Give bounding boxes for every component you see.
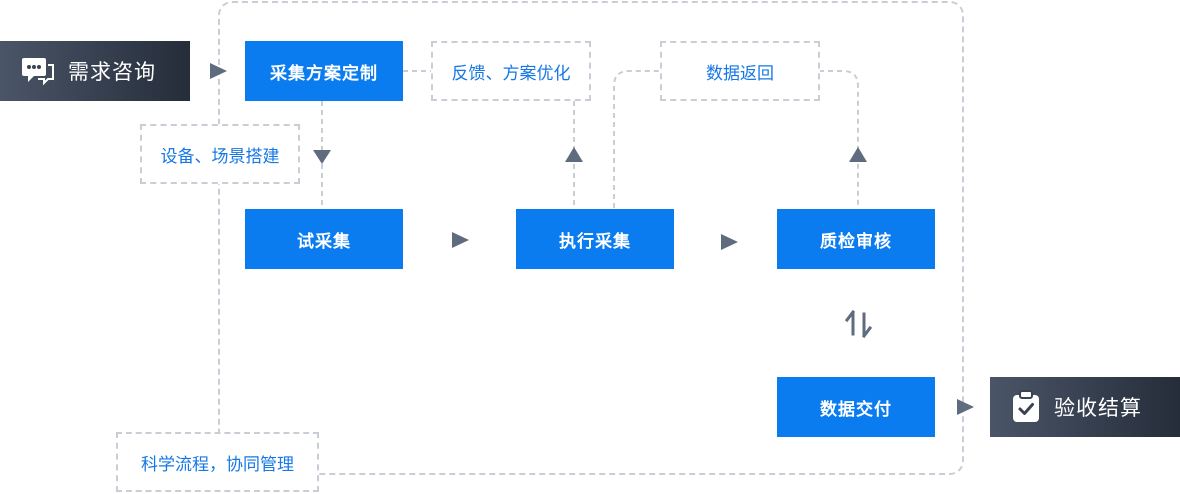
step-execute-collection: 执行采集 (516, 209, 674, 269)
arrow-execute-qc (721, 234, 738, 250)
note-data-return: 数据返回 (660, 41, 820, 101)
step-delivery-label: 数据交付 (820, 399, 892, 420)
start-terminal: 需求咨询 (0, 41, 190, 101)
note-process-management: 科学流程，协同管理 (116, 432, 319, 492)
clipboard-check-icon (1010, 390, 1042, 424)
arrow-delivery-end (957, 399, 974, 415)
note-management-label: 科学流程，协同管理 (141, 454, 294, 475)
step-execute-label: 执行采集 (559, 231, 631, 252)
note-return-label: 数据返回 (706, 63, 774, 84)
arrow-start-plan (210, 63, 227, 79)
step-quality-review: 质检审核 (777, 209, 935, 269)
note-feedback-label: 反馈、方案优化 (451, 63, 571, 84)
arrow-up-return (849, 147, 867, 162)
bidirectional-arrow-icon (844, 309, 873, 339)
step-data-delivery: 数据交付 (777, 377, 935, 437)
return-qc-connector (819, 70, 859, 208)
note-equipment-setup: 设备、场景搭建 (140, 124, 300, 184)
step-plan-label: 采集方案定制 (270, 63, 378, 84)
chat-bubbles-icon (20, 55, 56, 87)
step-qc-label: 质检审核 (820, 231, 892, 252)
step-trial-label: 试采集 (297, 231, 351, 252)
process-frame (218, 1, 964, 475)
arrow-up-feedback (565, 147, 583, 162)
end-label: 验收结算 (1054, 396, 1142, 420)
note-setup-label: 设备、场景搭建 (160, 146, 280, 167)
step-trial-collection: 试采集 (245, 209, 403, 269)
execute-return-connector (613, 70, 661, 208)
note-feedback-optimization: 反馈、方案优化 (431, 41, 591, 101)
step-plan-customization: 采集方案定制 (245, 41, 403, 101)
start-label: 需求咨询 (68, 60, 156, 84)
end-terminal: 验收结算 (990, 377, 1180, 437)
arrow-down-setup (313, 150, 331, 164)
arrow-trial-execute (452, 232, 469, 248)
